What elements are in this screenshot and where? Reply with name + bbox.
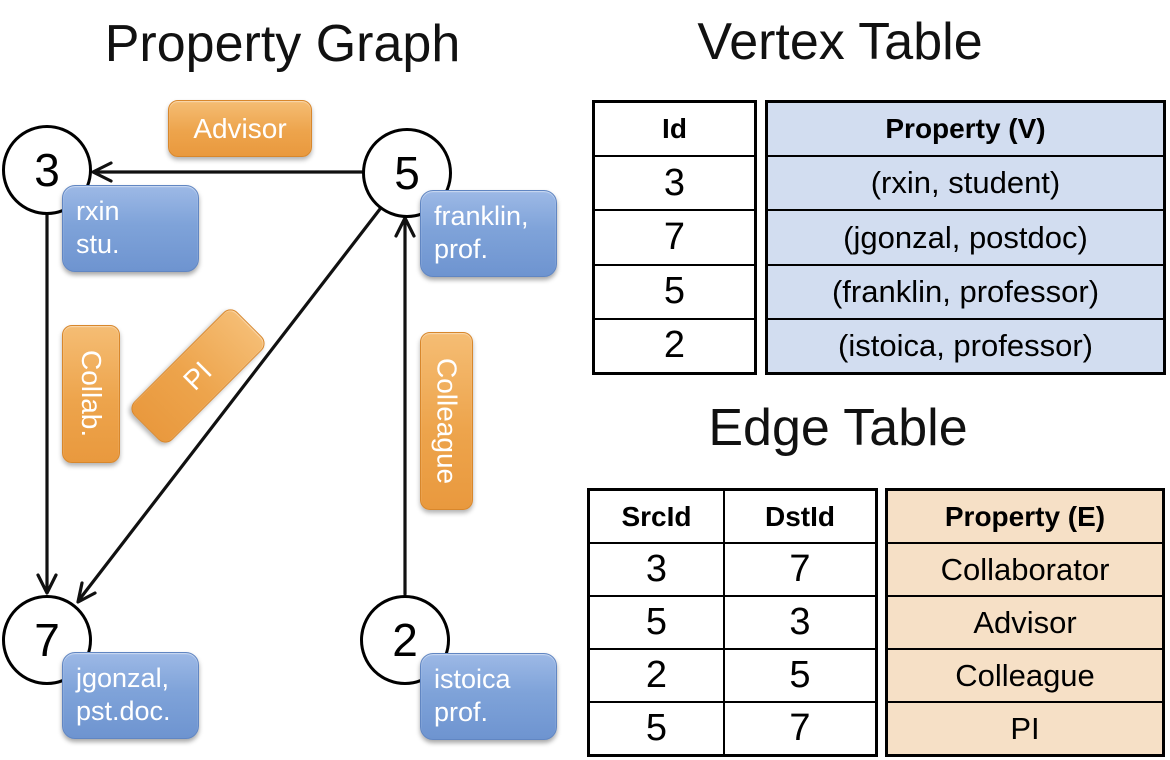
table-row: 2 5 [590,648,875,701]
property-graph-title: Property Graph [104,15,461,73]
edge-label-text: Collab. [76,350,107,438]
vertex-property-line1: jgonzal, [76,663,170,693]
edge-label-text: PI [177,355,218,396]
edge-table-header-dstid: DstId [765,500,835,532]
vertex-property-cell: (franklin, professor) [831,273,1100,309]
edge-table-id-columns: SrcId DstId 3 7 5 3 2 5 5 7 [587,488,878,757]
arrowhead-into-5-icon [394,216,416,238]
edge-property-cell: Colleague [955,657,1095,693]
edge-table-title: Edge Table [708,399,968,457]
vertex-node-3: 3 [2,125,92,215]
vertex-property-cell: (rxin, student) [870,165,1061,201]
edge-label-pi: PI [127,305,269,447]
vertex-property-line2: prof. [434,697,489,727]
vertex-table-header-property: Property (V) [885,113,1046,145]
table-row: 3 7 [590,542,875,595]
edge-label-text: Advisor [193,112,287,144]
edge-label-advisor: Advisor [168,100,312,157]
vertex-property-line2: pst.doc. [76,696,171,726]
vertex-id-cell: 7 [663,216,686,258]
edge-dst-cell: 7 [789,707,811,749]
table-row: (franklin, professor) [768,263,1163,318]
vertex-table-title: Vertex Table [697,13,983,71]
table-row: Advisor [888,595,1162,648]
edge-label-collab: Collab. [62,325,120,463]
arrowhead-into-7-icon [36,573,58,595]
table-row: 2 [595,317,754,372]
edge-label-text: Colleague [431,357,463,485]
edge-table-header-property: Property (E) [944,500,1106,532]
edge-property-cell: Advisor [973,604,1077,640]
edge-dst-cell: 5 [789,654,811,696]
vertex-property-line1: rxin [76,196,120,226]
vertex-property-box-3: rxin stu. [62,185,199,272]
vertex-property-line1: istoica [434,664,511,694]
vertex-table-header-id: Id [662,113,687,145]
edge-dst-cell: 7 [789,548,811,590]
vertex-property-line1: franklin, [434,201,529,231]
vertex-node-7: 7 [2,595,92,685]
vertex-id-cell: 2 [663,324,686,367]
table-row: 3 [595,155,754,209]
vertex-id-label: 3 [34,144,60,196]
arrowhead-into-3-icon [91,161,113,183]
arrowhead-into-7-diagonal-icon [76,581,97,604]
vertex-table-property-column: Property (V) (rxin, student) (jgonzal, p… [765,100,1166,375]
table-row: (istoica, professor) [768,317,1163,373]
edge-src-cell: 3 [590,544,725,595]
edge-table-property-column: Property (E) Collaborator Advisor Collea… [885,488,1165,757]
table-row: Colleague [888,648,1162,701]
vertex-property-cell: (istoica, professor) [838,327,1093,363]
edge-property-cell: PI [1010,710,1040,746]
edge-dst-cell: 3 [789,601,811,643]
vertex-id-cell: 3 [663,161,686,204]
table-row: 5 [595,263,754,318]
vertex-property-box-2: istoica prof. [420,653,557,740]
table-row: (jgonzal, postdoc) [768,209,1163,264]
vertex-property-line2: stu. [76,229,120,259]
edge-label-colleague: Colleague [420,332,473,510]
edge-src-cell: 2 [590,650,725,701]
vertex-id-label: 2 [392,614,418,666]
table-row: PI [888,701,1162,754]
edge-property-cell: Collaborator [940,551,1110,587]
vertex-property-box-5: franklin, prof. [420,190,557,277]
vertex-property-cell: (jgonzal, postdoc) [843,219,1088,255]
table-row: Collaborator [888,542,1162,595]
vertex-id-cell: 5 [663,270,686,313]
vertex-id-label: 7 [34,614,60,666]
vertex-id-label: 5 [394,147,420,199]
edge-src-cell: 5 [590,597,725,648]
table-row: 5 3 [590,595,875,648]
table-row: (rxin, student) [768,155,1163,210]
edge-table-header-srcid: SrcId [590,491,725,542]
table-row: 7 [595,209,754,263]
vertex-table-id-column: Id 3 7 5 2 [592,100,757,375]
edge-src-cell: 5 [590,703,725,754]
table-row: 5 7 [590,701,875,754]
vertex-property-box-7: jgonzal, pst.doc. [62,652,199,739]
vertex-property-line2: prof. [434,234,489,264]
